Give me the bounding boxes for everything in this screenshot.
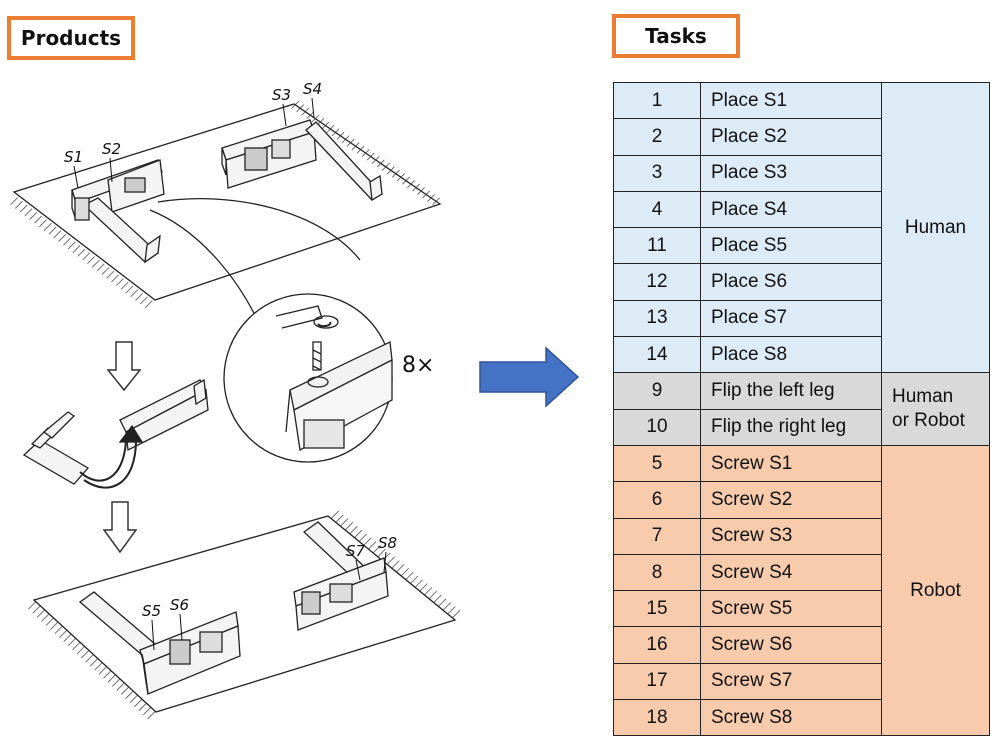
task-name: Screw S1 [700, 444, 882, 483]
task-name: Place S7 [700, 299, 882, 338]
task-agent: Human or Robot [881, 372, 990, 446]
label-s4: S4 [303, 80, 322, 98]
task-number: 14 [613, 336, 701, 374]
task-number: 9 [613, 372, 701, 410]
top-left-leg-frame [71, 159, 165, 264]
task-name: Screw S4 [700, 553, 882, 592]
flipping-legs [22, 378, 209, 489]
label-s3: S3 [272, 86, 291, 104]
down-arrow-2 [102, 501, 138, 554]
task-name: Place S1 [700, 81, 882, 120]
task-name: Screw S5 [700, 590, 882, 628]
task-number: 2 [613, 118, 701, 156]
task-name: Flip the right leg [700, 408, 882, 446]
task-name: Screw S2 [700, 481, 882, 519]
label-s1: S1 [64, 148, 83, 166]
bottom-right-leg-frame [293, 521, 389, 631]
down-arrow-1 [106, 341, 142, 392]
task-number: 6 [613, 481, 701, 519]
label-s2: S2 [102, 140, 121, 158]
bottom-left-leg-frame [78, 591, 241, 695]
task-name: Place S4 [700, 190, 882, 229]
task-name: Place S3 [700, 154, 882, 192]
task-name: Place S2 [700, 118, 882, 156]
task-name: Place S6 [700, 263, 882, 301]
task-number: 17 [613, 662, 701, 701]
task-name: Flip the left leg [700, 372, 882, 410]
right-arrow [479, 346, 580, 408]
tasks-title: Tasks [612, 14, 740, 58]
task-name: Screw S7 [700, 662, 882, 701]
products-title: Products [7, 16, 135, 60]
task-name: Place S8 [700, 336, 882, 374]
task-number: 4 [613, 190, 701, 229]
zoom-callout [149, 197, 393, 463]
task-number: 3 [613, 154, 701, 192]
task-number: 12 [613, 263, 701, 301]
top-right-leg-frame [221, 119, 384, 202]
label-s6: S6 [170, 596, 189, 614]
task-number: 1 [613, 81, 701, 120]
task-number: 11 [613, 227, 701, 265]
label-s5: S5 [142, 602, 161, 620]
task-name: Screw S8 [700, 699, 882, 737]
task-name: Screw S6 [700, 626, 882, 664]
task-number: 10 [613, 408, 701, 446]
assembly-illustration: S1 S2 S3 S4 8× [6, 80, 463, 720]
task-name: Place S5 [700, 227, 882, 265]
task-number: 13 [613, 299, 701, 338]
task-agent: Robot [881, 444, 990, 737]
label-s7: S7 [346, 542, 366, 560]
task-number: 15 [613, 590, 701, 628]
label-s8: S8 [378, 534, 397, 552]
task-agent: Human [881, 81, 990, 374]
task-name: Screw S3 [700, 517, 882, 555]
task-number: 16 [613, 626, 701, 664]
task-number: 8 [613, 553, 701, 592]
task-number: 18 [613, 699, 701, 737]
quantity-label: 8× [402, 353, 434, 378]
task-number: 7 [613, 517, 701, 555]
task-number: 5 [613, 444, 701, 483]
